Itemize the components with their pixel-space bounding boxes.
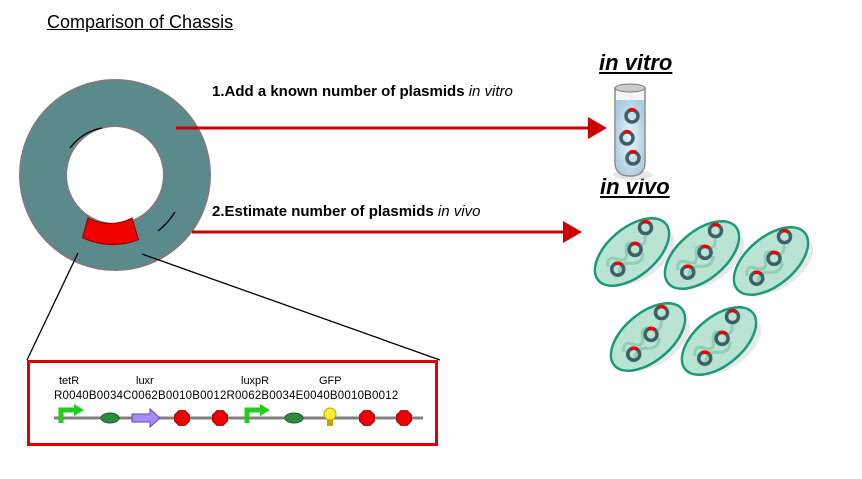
mini-plasmid-icon (625, 346, 642, 362)
mini-plasmid-icon (624, 107, 640, 124)
zoom-line-left (26, 252, 79, 361)
mini-plasmid-icon (679, 264, 696, 280)
mini-plasmid-icon (724, 308, 741, 325)
mini-plasmid-icon (625, 149, 641, 166)
mini-plasmid-icon (697, 244, 713, 261)
part-ids: R0040B0034C0062B0010B0012R0062B0034E0040… (54, 390, 399, 402)
step-2-italic: in vivo (437, 203, 481, 220)
plasmid-ring (19, 79, 211, 271)
step-1-label: 1.Add a known number of plasmids in vitr… (212, 83, 513, 100)
mini-plasmid-icon (653, 304, 670, 321)
mini-plasmid-icon (714, 330, 730, 347)
mini-plasmid-icon (627, 241, 643, 258)
in-vitro-header: in vitro (599, 50, 673, 75)
mini-plasmid-icon (707, 222, 724, 239)
arrow-in-vivo (192, 221, 582, 243)
mini-plasmid-icon (748, 270, 765, 286)
gene-label-tetR: tetR (59, 375, 80, 387)
gene-label-luxpR: luxpR (241, 375, 270, 387)
construct-box (27, 360, 438, 446)
mini-plasmid-icon (696, 350, 713, 366)
mini-plasmid-icon (637, 219, 654, 236)
test-tube-icon (613, 83, 653, 180)
step-2-label: 2.Estimate number of plasmids in vivo (212, 203, 480, 220)
zoom-line-right (141, 253, 441, 361)
plasmid-insert-region (81, 217, 140, 246)
mini-plasmid-icon (609, 261, 626, 277)
gene-label-luxr: luxr (136, 375, 154, 387)
mini-plasmid-icon (619, 129, 635, 146)
step-1-italic: in vitro (468, 83, 513, 100)
mini-plasmid-icon (776, 228, 793, 245)
page-title: Comparison of Chassis (47, 12, 234, 32)
arrow-in-vitro (176, 117, 607, 139)
step-2-text: 2.Estimate number of plasmids (212, 203, 434, 220)
mini-plasmid-icon (643, 326, 659, 343)
step-1-text: 1.Add a known number of plasmids (212, 83, 465, 100)
mini-plasmid-icon (766, 250, 782, 267)
gene-label-GFP: GFP (319, 375, 342, 387)
bacteria-cells (593, 217, 814, 376)
